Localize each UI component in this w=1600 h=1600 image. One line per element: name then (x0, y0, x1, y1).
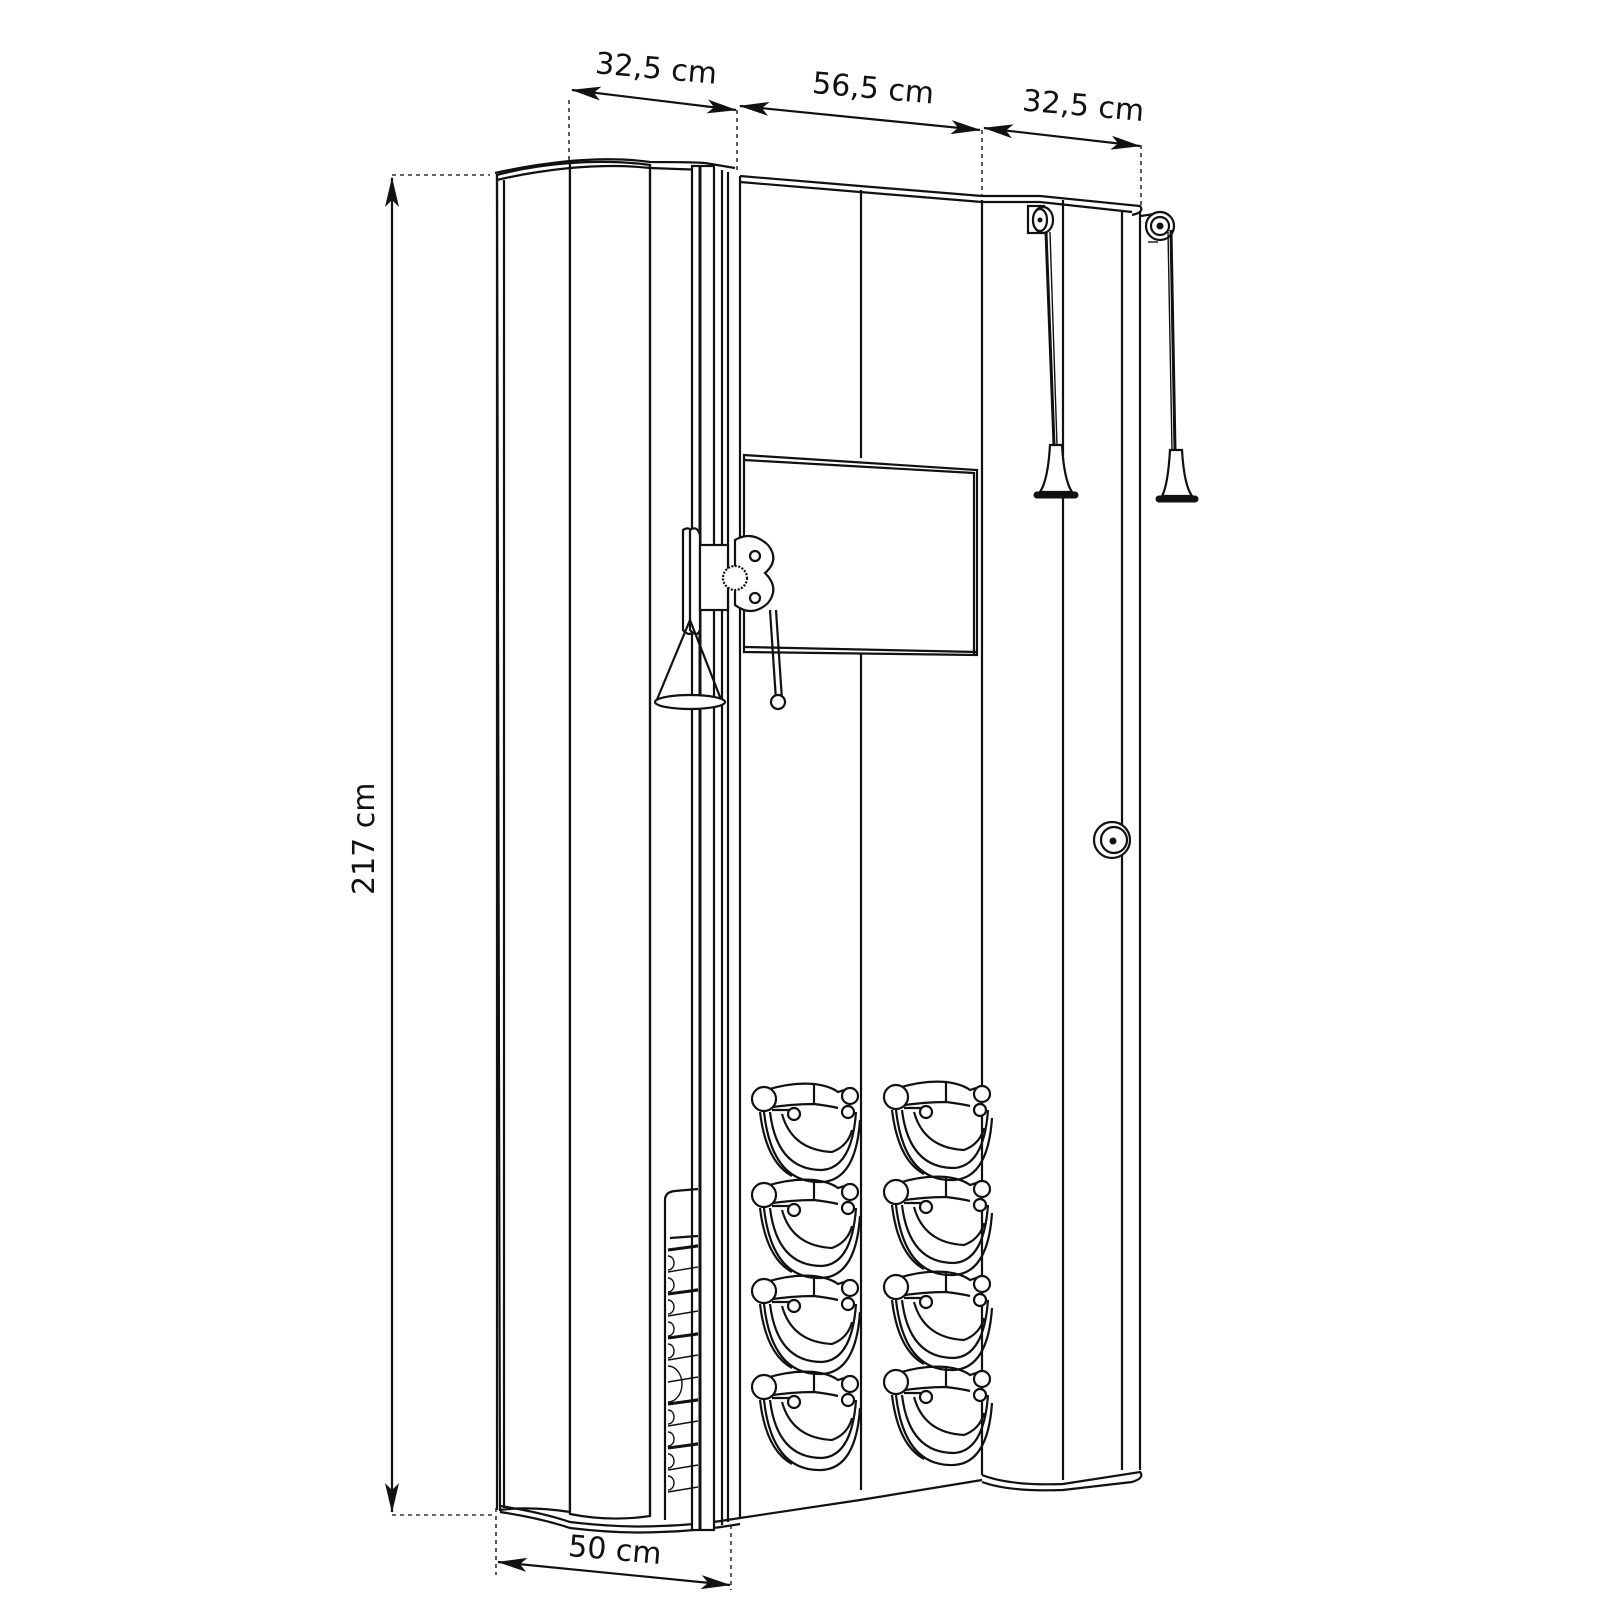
central-panel (739, 174, 984, 1520)
kettlebell-handle (750, 1370, 862, 1472)
dim-label-height: 217 cm (347, 782, 382, 895)
kettlebell-handle (882, 1080, 994, 1182)
wall-anchor (1092, 820, 1132, 860)
cable-pulleys (1026, 204, 1177, 451)
kettlebell-handle (882, 1365, 994, 1467)
kettlebell-handle (750, 1178, 862, 1280)
suspension-trainer-handle (653, 527, 727, 711)
kettlebell-handle (750, 1274, 862, 1376)
dim-label-top-center: 56,5 cm (811, 66, 936, 112)
kettlebell-handle (882, 1270, 994, 1372)
dim-line-depth (497, 1557, 731, 1590)
dim-label-top-left: 32,5 cm (594, 46, 719, 92)
cable-handles (1033, 443, 1199, 503)
dumbbell-rack (663, 1187, 699, 1520)
kettlebell-handle (882, 1175, 994, 1277)
dim-label-depth: 50 cm (567, 1529, 663, 1572)
kettlebell-racks (750, 1080, 994, 1472)
dim-line-top-left (571, 86, 737, 114)
pulley-bracket (698, 534, 787, 711)
left-side-panel (494, 158, 741, 1534)
dimension-annotations: 32,5 cm 56,5 cm 32,5 cm 217 cm 50 cm (347, 46, 1146, 1590)
dim-line-top-right (983, 124, 1141, 150)
kettlebell-handle (750, 1082, 862, 1184)
mirror-screen-panel (742, 453, 979, 657)
dim-label-top-right: 32,5 cm (1021, 83, 1146, 129)
dim-line-top-center (739, 101, 981, 135)
pull-up-rail (690, 164, 742, 1532)
unit-body (494, 158, 1199, 1534)
